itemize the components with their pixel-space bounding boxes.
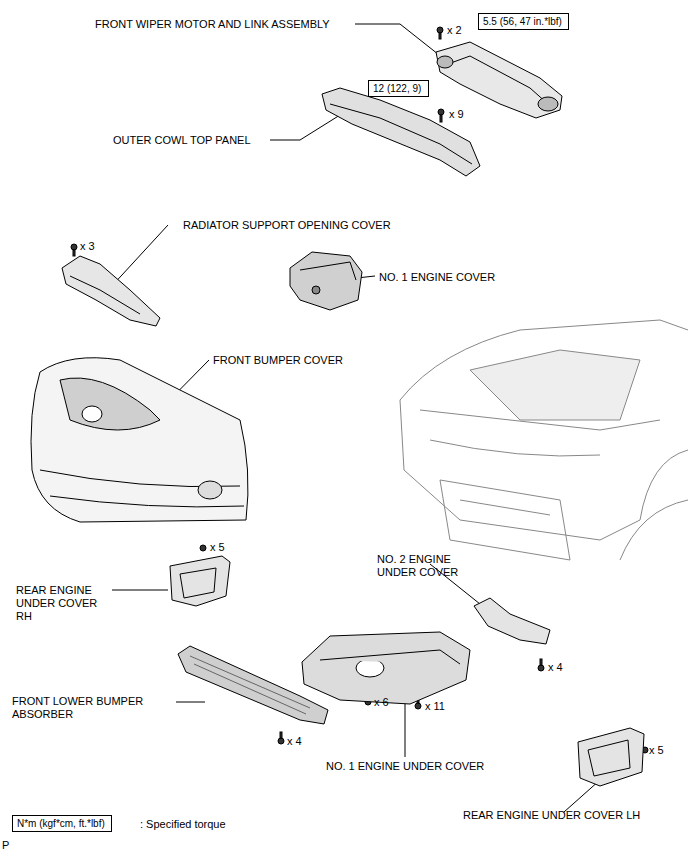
part-name: REAR ENGINE UNDER COVER RH	[16, 584, 112, 623]
part-name: P	[2, 839, 9, 852]
wiper-motor-part	[436, 42, 562, 118]
torque-value: 12 (122, 9)	[373, 83, 421, 94]
part-name: NO. 2 ENGINE UNDER COVER	[377, 553, 463, 579]
part-name: FRONT LOWER BUMPER ABSORBER	[12, 695, 178, 721]
torque-value: N*m (kgf*cm, ft.*lbf)	[17, 818, 105, 829]
part-name: : Specified torque	[140, 818, 226, 831]
quantity-callout: x 3	[80, 240, 95, 253]
vehicle-body	[400, 320, 688, 560]
rear-under-cover-lh-part	[578, 728, 644, 786]
quantity-callout: x 4	[287, 735, 302, 748]
no1-under-cover-part	[302, 632, 470, 704]
quantity-callout: x 6	[374, 696, 389, 709]
quantity-callout: x 5	[649, 744, 664, 757]
part-name: REAR ENGINE UNDER COVER LH	[463, 809, 640, 822]
torque-box: 5.5 (56, 47 in.*lbf)	[478, 13, 569, 30]
torque-box: N*m (kgf*cm, ft.*lbf)	[12, 815, 112, 832]
part-name: NO. 1 ENGINE UNDER COVER	[326, 760, 484, 773]
part-name: OUTER COWL TOP PANEL	[113, 134, 251, 147]
quantity-callout: x 11	[425, 700, 445, 713]
quantity-callout: x 2	[447, 24, 462, 37]
engine-cover-part	[290, 252, 362, 310]
radiator-cover-part	[62, 256, 160, 326]
bumper-cover-part	[31, 358, 248, 522]
quantity-callout: x 9	[449, 108, 464, 121]
bumper-absorber-part	[178, 646, 328, 724]
part-name: FRONT WIPER MOTOR AND LINK ASSEMBLY	[95, 18, 330, 31]
quantity-callout: x 4	[548, 661, 563, 674]
part-name: RADIATOR SUPPORT OPENING COVER	[183, 219, 391, 232]
part-name: FRONT BUMPER COVER	[213, 354, 343, 367]
quantity-callout: x 5	[210, 541, 225, 554]
rear-under-cover-rh-part	[170, 556, 230, 606]
torque-value: 5.5 (56, 47 in.*lbf)	[483, 16, 562, 27]
cowl-panel-part	[322, 88, 480, 176]
torque-box: 12 (122, 9)	[368, 80, 429, 97]
no2-under-cover-part	[474, 598, 550, 644]
part-name: NO. 1 ENGINE COVER	[379, 271, 495, 284]
